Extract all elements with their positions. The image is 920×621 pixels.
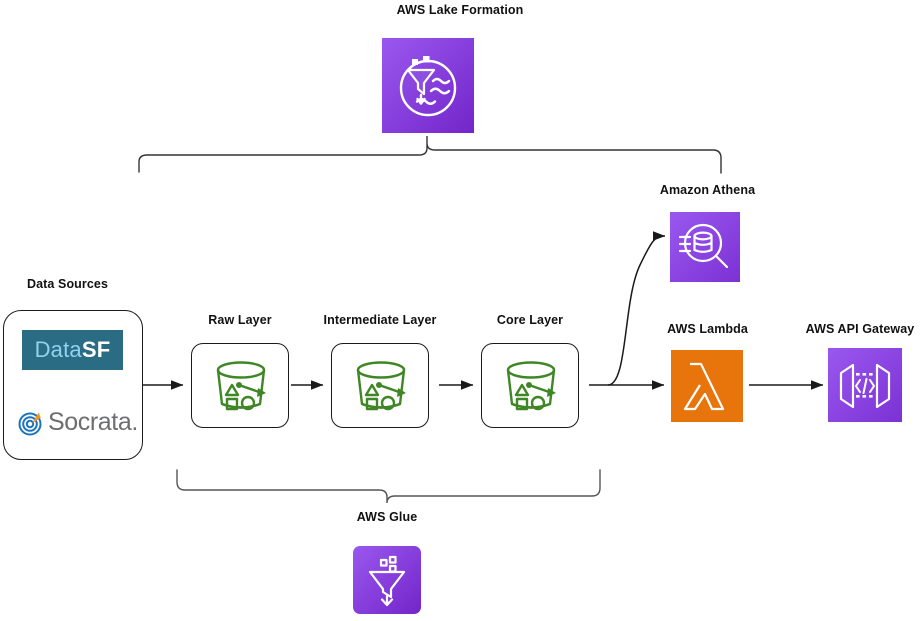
socrata-logo-text: Socrata. — [48, 408, 138, 436]
athena-icon[interactable] — [670, 212, 740, 282]
api-gateway-icon[interactable] — [828, 348, 902, 422]
socrata-logo[interactable]: Socrata. — [18, 408, 138, 437]
raw-layer-box[interactable] — [191, 343, 289, 428]
raw-layer-label: Raw Layer — [208, 313, 272, 327]
glue-icon[interactable] — [353, 546, 421, 614]
socrata-mark-icon — [18, 410, 44, 436]
brace-lake-formation — [138, 142, 722, 174]
lambda-icon[interactable] — [671, 350, 743, 422]
lake-formation-icon[interactable] — [382, 38, 474, 133]
intermediate-layer-box[interactable] — [331, 343, 429, 428]
datasf-logo-text-data: Data — [34, 337, 82, 362]
s3-bucket-icon — [192, 361, 290, 433]
intermediate-layer-label: Intermediate Layer — [323, 313, 437, 327]
core-layer-box[interactable] — [481, 343, 579, 428]
aws-lambda-label: AWS Lambda — [667, 322, 748, 336]
data-sources-label: Data Sources — [26, 277, 109, 291]
brace-aws-glue — [176, 469, 601, 504]
edge-core-to-athena — [607, 231, 666, 386]
aws-api-gateway-label: AWS API Gateway — [805, 322, 915, 336]
datasf-logo-text-sf: SF — [81, 337, 111, 362]
core-layer-label: Core Layer — [496, 313, 564, 327]
amazon-athena-label: Amazon Athena — [659, 183, 756, 197]
aws-glue-label: AWS Glue — [356, 510, 418, 524]
lake-formation-label: AWS Lake Formation — [396, 3, 524, 17]
s3-bucket-icon — [332, 361, 430, 433]
s3-bucket-icon — [482, 361, 580, 433]
